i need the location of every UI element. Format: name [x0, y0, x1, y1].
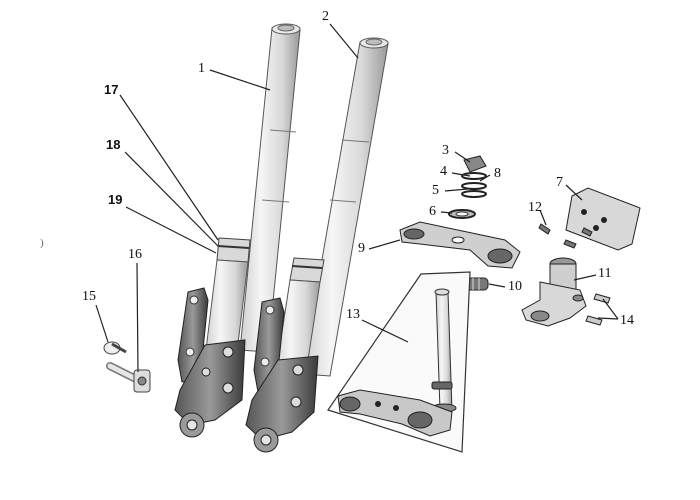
callout-18: 18: [106, 137, 121, 152]
mounting-plate: [565, 187, 641, 251]
callout-10: 10: [508, 279, 522, 294]
stray-mark: ): [40, 237, 44, 249]
callout-3: 3: [442, 143, 449, 158]
bolts-14: [585, 293, 611, 326]
callout-5: 5: [432, 183, 439, 198]
callout-13: 13: [346, 307, 360, 322]
callout-11: 11: [598, 266, 612, 281]
small-bolt-15: [103, 341, 127, 355]
callout-14: 14: [620, 313, 634, 328]
fork-tube-right: [245, 37, 389, 453]
callout-9: 9: [358, 241, 365, 256]
top-triple-clamp: [399, 221, 521, 269]
steering-nut-stack: [448, 155, 487, 219]
callout-6: 6: [429, 204, 436, 219]
callout-1: 1: [198, 61, 205, 76]
callout-2: 2: [322, 9, 329, 24]
callout-17: 17: [104, 82, 119, 97]
callout-7: 7: [556, 175, 563, 190]
lower-clamp-group: [327, 271, 471, 453]
callout-12: 12: [528, 200, 542, 215]
callout-8: 8: [494, 166, 501, 181]
leader-lines: [95, 23, 619, 373]
callout-15: 15: [82, 289, 96, 304]
callout-16: 16: [128, 247, 142, 262]
axle-bolt-16: [106, 362, 151, 393]
damper-body: [521, 257, 587, 327]
callout-4: 4: [440, 164, 447, 179]
callout-19: 19: [108, 192, 123, 207]
bolts-12: [538, 223, 593, 249]
fork-tube-left: [174, 23, 301, 438]
